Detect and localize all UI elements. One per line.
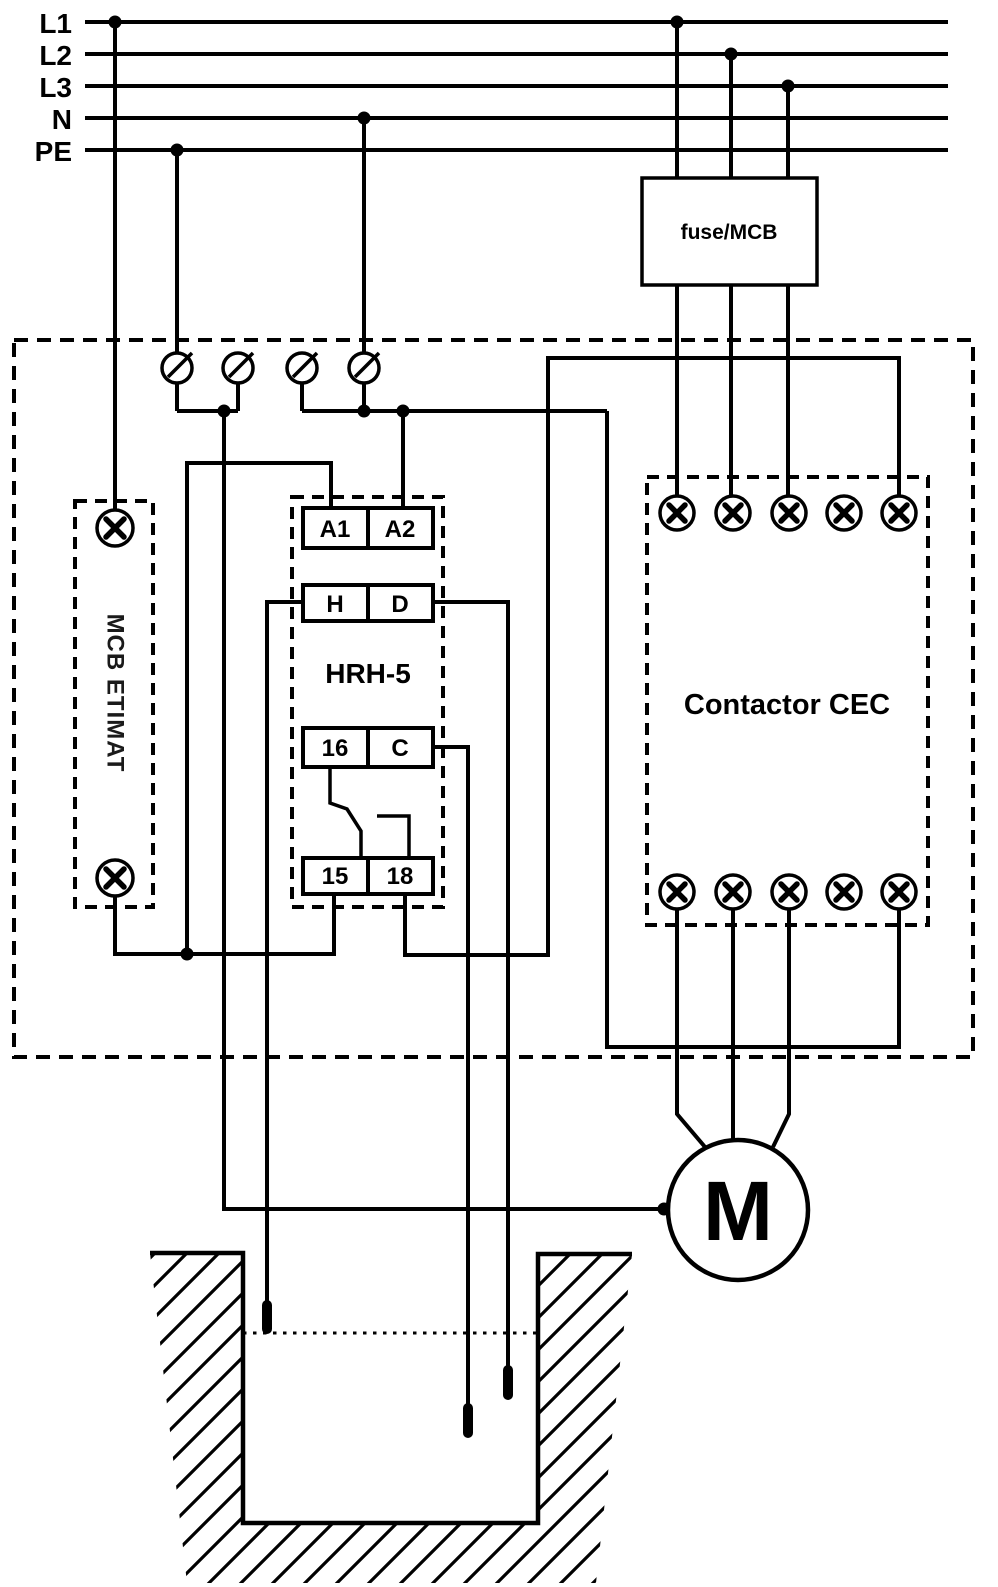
contactor-border [645, 475, 930, 927]
junction-dots [108, 15, 795, 1216]
wire-mcb-to-15 [113, 893, 336, 956]
bus-label-l2: L2 [39, 40, 72, 71]
entry-terminals [160, 351, 381, 385]
breaker-label: MCB ETIMAT [102, 614, 129, 773]
wire-probe-c [433, 745, 470, 1405]
junction-dot [170, 143, 184, 157]
motor-circle [665, 1137, 811, 1283]
terminal-label-a1: A1 [320, 516, 351, 543]
bus-label-pe: PE [35, 136, 72, 167]
terminal-box-c [366, 726, 435, 769]
terminal-box-d [366, 583, 435, 623]
terminal-box-16 [301, 726, 370, 769]
entry-terminal-icon [221, 351, 255, 385]
power-bus [85, 20, 948, 152]
entry-terminal-icon [160, 351, 194, 385]
wires-fuse-to-contactor [675, 285, 790, 496]
entry-terminal-icon [285, 351, 319, 385]
terminal-label-d: D [391, 591, 408, 618]
relay-title: HRH-5 [325, 658, 411, 689]
probe-electrode-h [262, 1300, 272, 1334]
wire-probe-h [265, 600, 303, 1302]
wire-18-to-coil [403, 356, 901, 957]
terminal-label-c: C [391, 735, 408, 762]
motor-label: M [703, 1164, 773, 1258]
terminal-box-a2 [366, 506, 435, 550]
pit-outline [150, 1250, 632, 1526]
power-bus-labels: L1 L2 L3 N PE [35, 8, 72, 167]
contact-hook-18 [377, 814, 411, 858]
mcb-etimat: MCB ETIMAT [95, 508, 135, 898]
contactor-label: Contactor CEC [684, 689, 890, 721]
terminal-label-16: 16 [322, 735, 349, 762]
hrh5-relay: A1 A2 H D 16 C 15 18 HRH-5 [301, 506, 435, 896]
fuse-box-label: fuse/MCB [681, 221, 778, 244]
contact-arm-15-16 [328, 767, 363, 858]
wire-n-branch-to-coil [300, 383, 901, 1049]
terminal-label-a2: A2 [385, 516, 416, 543]
control-enclosure-border [12, 338, 975, 1059]
contactor-cec: Contactor CEC [658, 494, 918, 911]
bus-label-n: N [52, 104, 72, 135]
wire-pe-branch-to-motor [175, 383, 662, 1211]
junction-dot [670, 15, 684, 29]
terminal-label-18: 18 [387, 863, 414, 890]
terminal-box-15 [301, 856, 370, 896]
terminal-label-h: H [326, 591, 343, 618]
terminal-box-18 [366, 856, 435, 896]
wires-contactor-to-motor [675, 909, 791, 1149]
motor: M [665, 1137, 811, 1283]
mcb-etimat-border [73, 499, 155, 909]
ground-hatch [150, 1253, 632, 1583]
wire-a1-bridge [185, 461, 333, 954]
probe-electrode-d [503, 1365, 513, 1400]
well [150, 1250, 632, 1583]
hrh5-relay-border [290, 495, 445, 909]
junction-dot [357, 404, 371, 418]
relay-contact-symbol [328, 767, 411, 858]
junction-dot [217, 404, 231, 418]
junction-dot [724, 47, 738, 61]
junction-dot [396, 404, 410, 418]
junction-dot [781, 79, 795, 93]
fuse-mcb-box: fuse/MCB [640, 176, 819, 287]
terminal-label-15: 15 [322, 863, 349, 890]
junction-dot [180, 947, 194, 961]
entry-terminal-icon [347, 351, 381, 385]
terminal-box-h [301, 583, 370, 623]
junction-dot [108, 15, 122, 29]
wire-probe-d [433, 600, 510, 1367]
screw-cross-marks [666, 502, 910, 903]
fuse-box-outline [640, 176, 819, 287]
bus-label-l3: L3 [39, 72, 72, 103]
bus-label-l1: L1 [39, 8, 72, 39]
wires-phases-to-fuse [675, 22, 790, 178]
level-probes [262, 1300, 513, 1438]
probe-electrode-c [463, 1403, 473, 1438]
junction-dot [357, 111, 371, 125]
